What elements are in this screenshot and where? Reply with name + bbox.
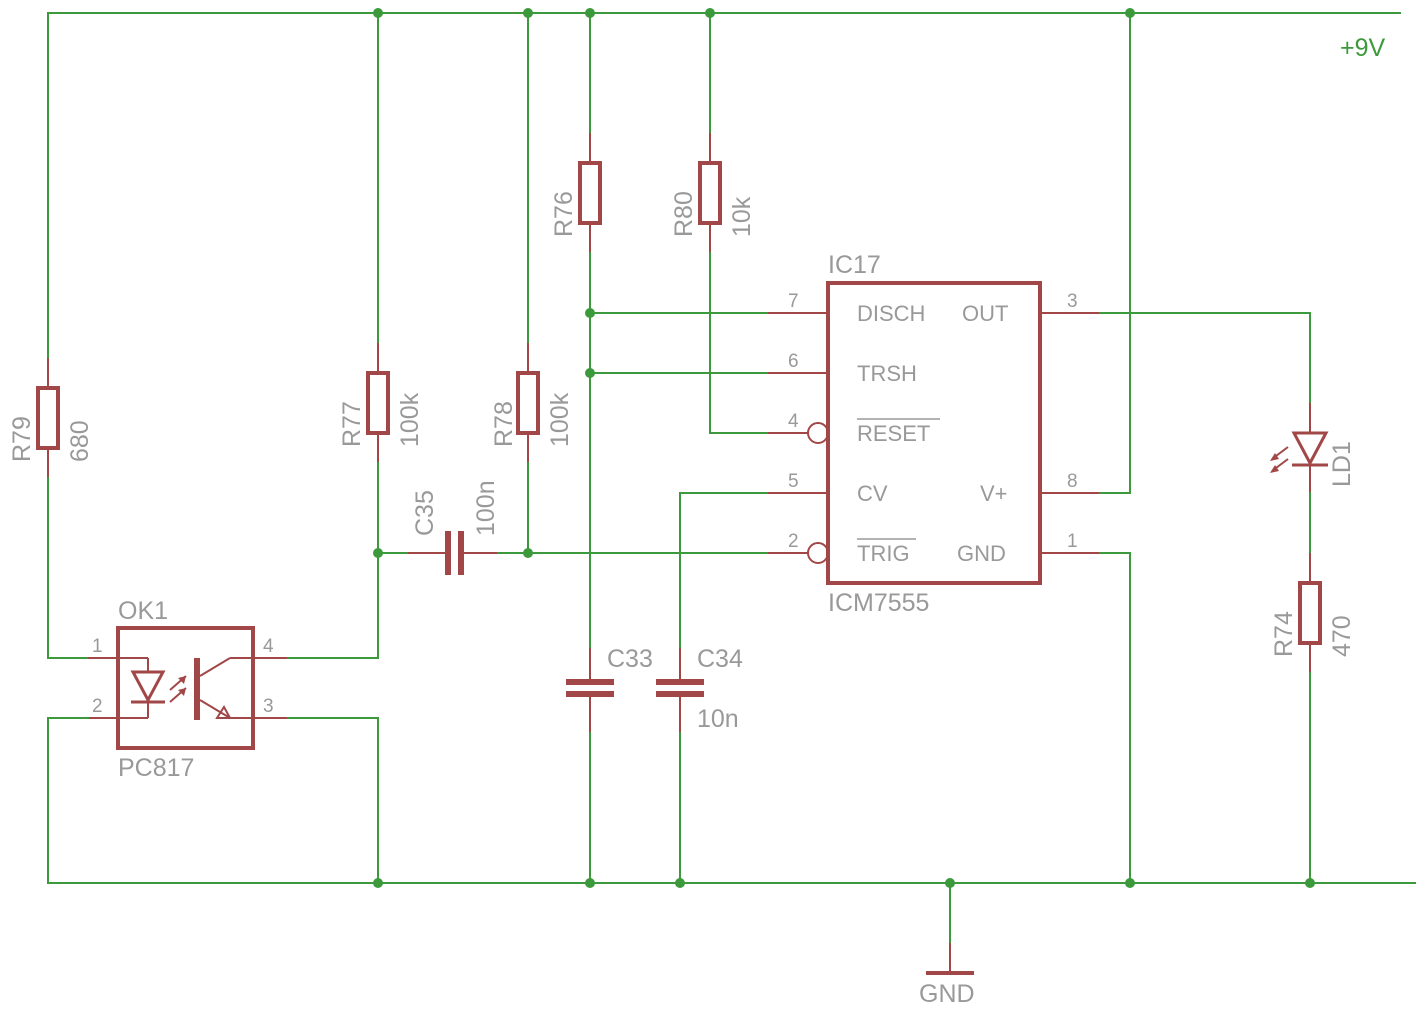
r76-branch: R76: [550, 12, 602, 649]
c34-ref: C34: [697, 645, 743, 673]
r74-body: [1298, 581, 1322, 645]
junction: [523, 548, 533, 558]
c34: C34 10n: [656, 492, 769, 884]
ic17-ref: IC17: [828, 251, 881, 279]
supply-label: +9V: [1340, 34, 1386, 62]
ic17-pin-8-name: V+: [980, 481, 1008, 506]
ic17-value: ICM7555: [828, 589, 929, 617]
c33-ref: C33: [607, 645, 653, 673]
ic17-pin-7-num: 7: [788, 291, 799, 312]
r78-branch: R78 100k: [490, 12, 574, 554]
junction: [675, 878, 685, 888]
ic17-pin-1-num: 1: [1067, 531, 1078, 552]
junction: [523, 8, 533, 18]
junction: [585, 8, 595, 18]
junction: [373, 548, 383, 558]
r78-ref: R78: [490, 401, 518, 447]
r77-value: 100k: [396, 392, 424, 447]
c35-ref: C35: [411, 490, 439, 536]
ic17-pin-2-name: TRIG: [857, 541, 910, 566]
r79-ref: R79: [8, 416, 36, 462]
r74-value: 470: [1328, 615, 1356, 657]
junction: [1125, 8, 1135, 18]
r77-body: [366, 371, 390, 435]
c33: C33: [566, 645, 653, 884]
junction: [945, 878, 955, 888]
r79-value: 680: [66, 420, 94, 462]
c34-value: 10n: [697, 705, 739, 733]
ground-symbol: GND: [919, 882, 975, 1008]
r80-branch: R80 10k: [670, 12, 769, 434]
junctions: [373, 8, 1315, 888]
r78-body: [516, 371, 540, 435]
junction: [373, 878, 383, 888]
ld1-ref: LD1: [1328, 441, 1356, 487]
ic17-pin-6-num: 6: [788, 351, 799, 372]
junction: [585, 308, 595, 318]
r80-ref: R80: [670, 191, 698, 237]
ic17-pin-4-name: RESET: [857, 421, 930, 446]
ok1-value: PC817: [118, 754, 194, 782]
ic17-pin-3-name: OUT: [962, 301, 1008, 326]
junction: [705, 8, 715, 18]
ld1: LD1: [1270, 403, 1356, 493]
c35-value: 100n: [472, 480, 500, 536]
junction: [585, 368, 595, 378]
r79-branch: R79 680: [8, 12, 94, 659]
ok1-pin-2: 2: [92, 696, 103, 717]
ic17-pin-7-name: DISCH: [857, 301, 925, 326]
ok1-ref: OK1: [118, 597, 168, 625]
junction: [1305, 878, 1315, 888]
r79-body: [36, 386, 60, 450]
ic17-pin-6-name: TRSH: [857, 361, 917, 386]
junction: [585, 878, 595, 888]
ground-label: GND: [919, 980, 975, 1008]
ic17-pin-4-num: 4: [788, 411, 799, 432]
ic17-pin-8-num: 8: [1067, 471, 1078, 492]
r80-body: [698, 161, 722, 225]
junction: [373, 8, 383, 18]
ok1-pin-1: 1: [92, 636, 103, 657]
r74: R74 470: [1270, 492, 1356, 884]
ic17-pin-5-name: CV: [857, 481, 888, 506]
r76-ref: R76: [550, 191, 578, 237]
r77-branch: R77 100k: [338, 12, 424, 554]
junction: [1125, 878, 1135, 888]
ic17-pin-5-num: 5: [788, 471, 799, 492]
ic17-pin-2-num: 2: [788, 531, 799, 552]
ic17: IC17 ICM7555 7 DISCH 6 TRSH 4 RESET 5 CV…: [768, 251, 1100, 617]
r76-body: [578, 161, 602, 225]
optocoupler-ok1: OK1 PC817 1 2 3 4: [88, 597, 288, 782]
r77-ref: R77: [338, 401, 366, 447]
ic17-pin-1-name: GND: [957, 541, 1006, 566]
ok1-pin-3: 3: [263, 696, 274, 717]
r80-value: 10k: [728, 196, 756, 237]
r74-ref: R74: [1270, 611, 1298, 657]
ic17-pin-3-num: 3: [1067, 291, 1078, 312]
ok1-pin-4: 4: [263, 636, 274, 657]
c35: C35 100n: [377, 480, 529, 575]
r78-value: 100k: [546, 392, 574, 447]
